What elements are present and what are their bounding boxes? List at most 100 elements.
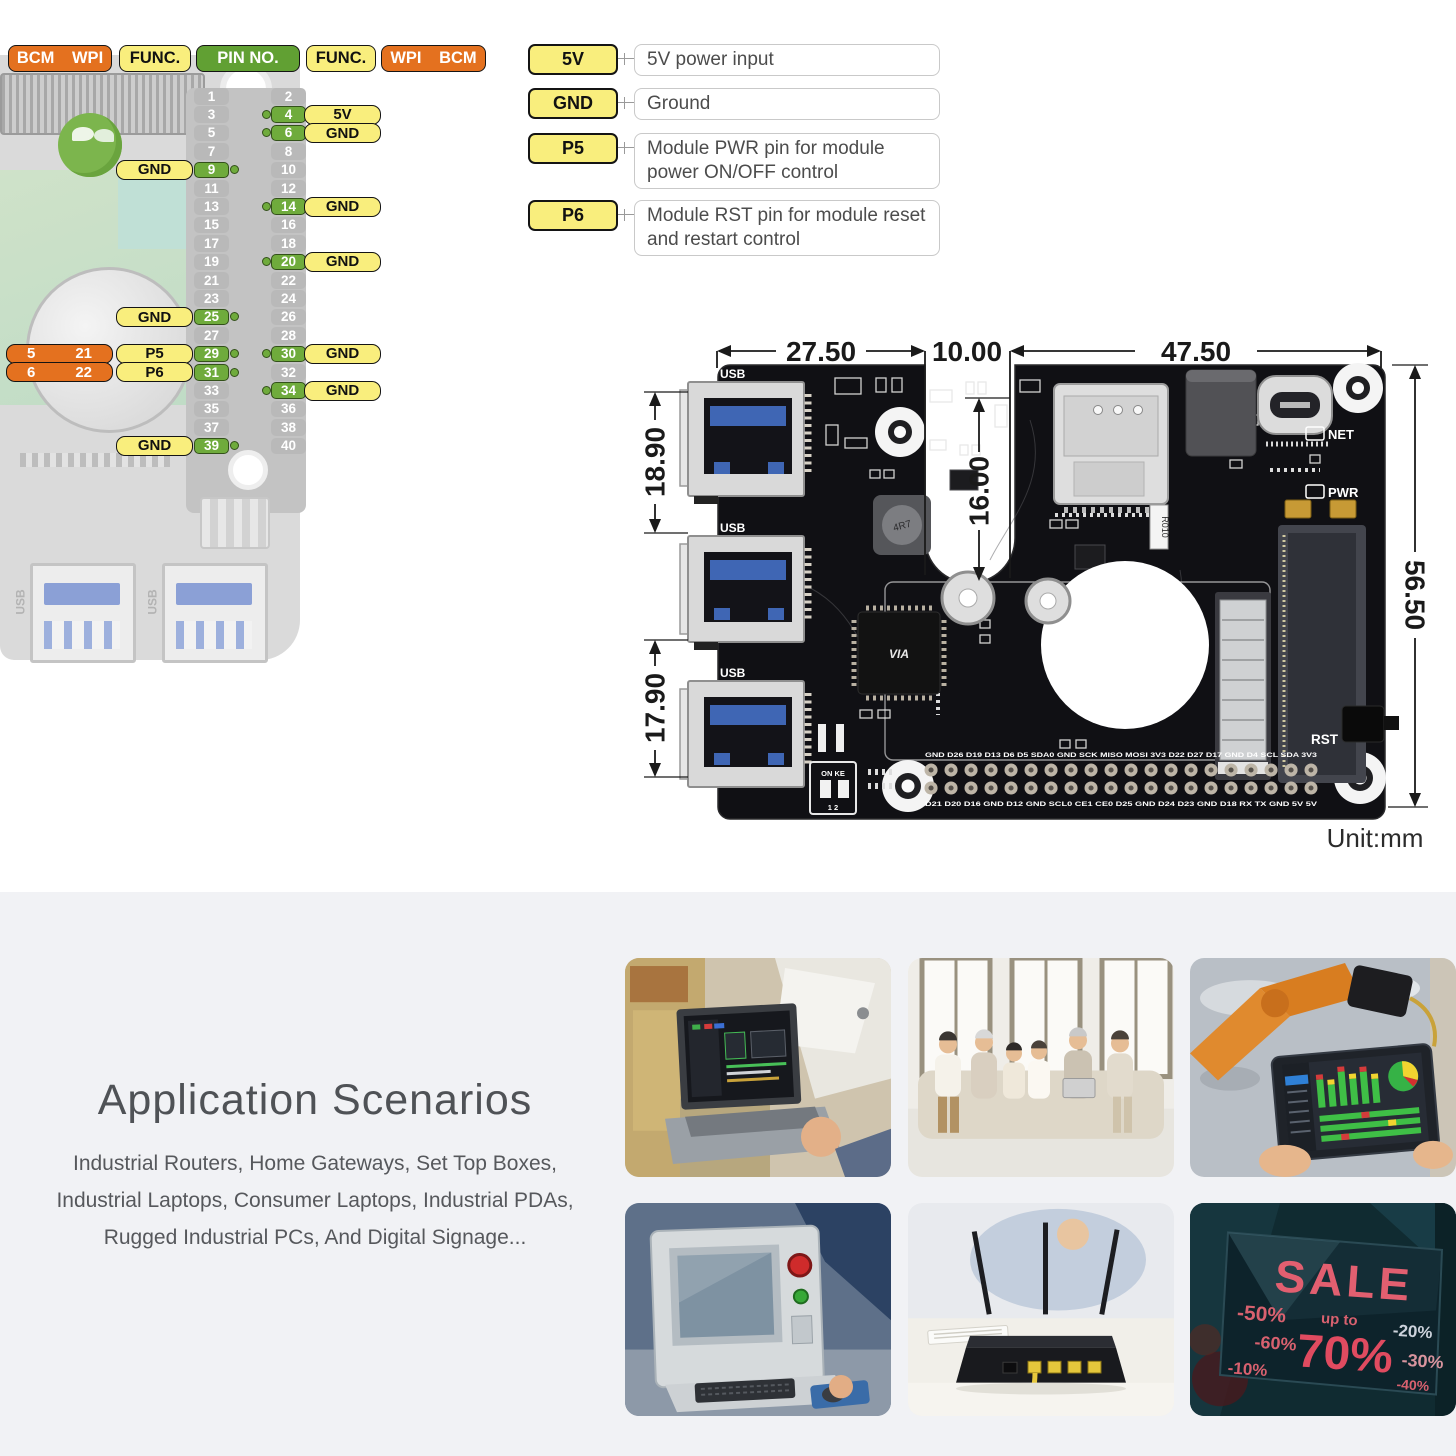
- family-scene: [908, 958, 1174, 1177]
- dim-18-90: 18.90: [640, 427, 671, 497]
- pin-8: 8: [271, 143, 306, 160]
- pcb-dimension-figure: USB USB USB 4R7: [630, 320, 1456, 900]
- pin-7: 7: [194, 143, 229, 160]
- pin-15: 15: [194, 216, 229, 234]
- pinout-header-func-left: FUNC.: [119, 45, 191, 72]
- pin-23: 23: [194, 290, 229, 307]
- photo-usb-label-2: USB: [145, 589, 160, 615]
- pin-31-function: P6: [116, 362, 193, 383]
- pin-34: 34: [271, 382, 306, 399]
- pin-21: 21: [194, 272, 229, 289]
- signage-sale-text: SALE: [1273, 1251, 1415, 1311]
- pin-32: 32: [271, 364, 306, 381]
- app-image-wifi-router: [908, 1203, 1174, 1416]
- mounting-hole-top-right: [1333, 363, 1383, 413]
- pin-9: 9: [194, 161, 229, 179]
- pin-40: 40: [271, 437, 306, 455]
- photo-usb-tongue-1: [44, 583, 120, 605]
- gpio-bottom-labels: D21 D20 D16 GND D12 GND SCL0 CE1 CE0 D25…: [925, 801, 1318, 808]
- photo-logo-leaf: [72, 127, 94, 141]
- photo-donut: [228, 450, 268, 490]
- pin-20-connector-dot: [262, 257, 271, 267]
- signage-60-text: -60%: [1254, 1332, 1297, 1355]
- industrial-pc-scene: [625, 1203, 891, 1416]
- pin-17: 17: [194, 235, 229, 252]
- pin-37: 37: [194, 419, 229, 436]
- pin-29-function: P5: [116, 343, 193, 364]
- router-scene: [908, 1203, 1174, 1416]
- unit-label: Unit:mm: [1327, 823, 1424, 853]
- legend-chip-gnd: GND: [528, 88, 618, 119]
- signage-10-text: -10%: [1227, 1359, 1268, 1380]
- mounting-hole-bottom-left: [882, 760, 934, 812]
- dip-on-label: ON KE: [821, 769, 845, 778]
- pin-4: 4: [271, 106, 306, 123]
- legend-desc-p5: Module PWR pin for module power ON/OFF c…: [634, 133, 940, 189]
- pin-29: 29: [194, 345, 229, 363]
- application-description-line-3: Rugged Industrial PCs, And Digital Signa…: [103, 1226, 527, 1249]
- resistor-label: R010: [1160, 516, 1170, 538]
- pin-6-connector-dot: [262, 128, 271, 138]
- signage-40-text: -40%: [1396, 1376, 1430, 1394]
- pin-39-connector-dot: [230, 441, 239, 451]
- mounting-hole-top-left: [875, 407, 925, 457]
- photo-logo: [58, 113, 122, 177]
- usb-label-1: USB: [720, 367, 746, 381]
- pin-4-function: 5V: [304, 104, 381, 125]
- pin-38: 38: [271, 419, 306, 436]
- photo-dip: [200, 497, 270, 549]
- pin-30: 30: [271, 345, 306, 363]
- inductor-4r7: 4R7: [873, 495, 931, 555]
- family-figures: [935, 1027, 1133, 1133]
- usb-hub-chip: VIA: [851, 605, 947, 701]
- app-image-rugged-industrial-pc: [625, 1203, 891, 1416]
- gpio-top-labels: GND D26 D19 D13 D6 D5 SDA0 GND SCK MISO …: [925, 752, 1317, 759]
- pcb-figure-svg: USB USB USB 4R7: [640, 336, 1431, 853]
- dim-17-90: 17.90: [640, 673, 671, 743]
- pin-14-function: GND: [304, 196, 381, 217]
- pin-20: 20: [271, 253, 306, 271]
- pin-11: 11: [194, 180, 229, 197]
- pin-34-function: GND: [304, 380, 381, 401]
- pin-28: 28: [271, 327, 306, 344]
- pin-9-connector-dot: [230, 165, 239, 175]
- dip-switch: ON KE 1 2: [809, 724, 896, 815]
- signage-70-text: 70%: [1295, 1325, 1395, 1384]
- dim-47-50: 47.50: [1161, 336, 1231, 367]
- gpio-header: GND D26 D19 D13 D6 D5 SDA0 GND SCK MISO …: [924, 752, 1318, 808]
- power-module: [1185, 369, 1257, 457]
- pinout-header-func-right: FUNC.: [306, 45, 376, 72]
- usb-port-1: USB: [679, 367, 812, 504]
- application-description-line-2: Industrial Laptops, Consumer Laptops, In…: [56, 1189, 574, 1212]
- net-label: NET: [1328, 427, 1354, 442]
- photo-top-connector: [0, 73, 205, 135]
- legend-desc-5v: 5V power input: [634, 44, 940, 76]
- photo-usb-pins-1: [44, 621, 120, 649]
- photo-usb-tongue-2: [176, 583, 252, 605]
- usb-port-2: USB: [679, 521, 812, 650]
- legend-chip-p6: P6: [528, 200, 618, 231]
- usb-label-3: USB: [720, 666, 746, 680]
- photo-usb-pins-2: [176, 621, 252, 649]
- pin-26: 26: [271, 308, 306, 326]
- fpc-connector: [1215, 592, 1271, 780]
- resistor-r010: R010: [1149, 504, 1170, 550]
- pin-3: 3: [194, 106, 229, 123]
- fan-cutout-hole: [1041, 561, 1209, 729]
- pin-31-connector-dot: [230, 367, 239, 377]
- pin-14-connector-dot: [262, 201, 271, 211]
- photo-logo-leaf2: [94, 129, 114, 142]
- pin-25-function: GND: [116, 307, 193, 327]
- pinout-header-bcm-wpi-left: BCM WPI: [8, 45, 112, 72]
- industrial-laptop-scene: [625, 958, 891, 1177]
- dim-16-00: 16.00: [964, 456, 995, 526]
- legend-chip-5v: 5V: [528, 44, 618, 75]
- legend-chip-p5: P5: [528, 133, 618, 164]
- application-description-line-1: Industrial Routers, Home Gateways, Set T…: [72, 1152, 557, 1175]
- pin-13: 13: [194, 198, 229, 215]
- pin-27: 27: [194, 327, 229, 344]
- dimension-lines: 27.50 10.00 47.50 16.00 18.90 17.90 56: [640, 336, 1431, 808]
